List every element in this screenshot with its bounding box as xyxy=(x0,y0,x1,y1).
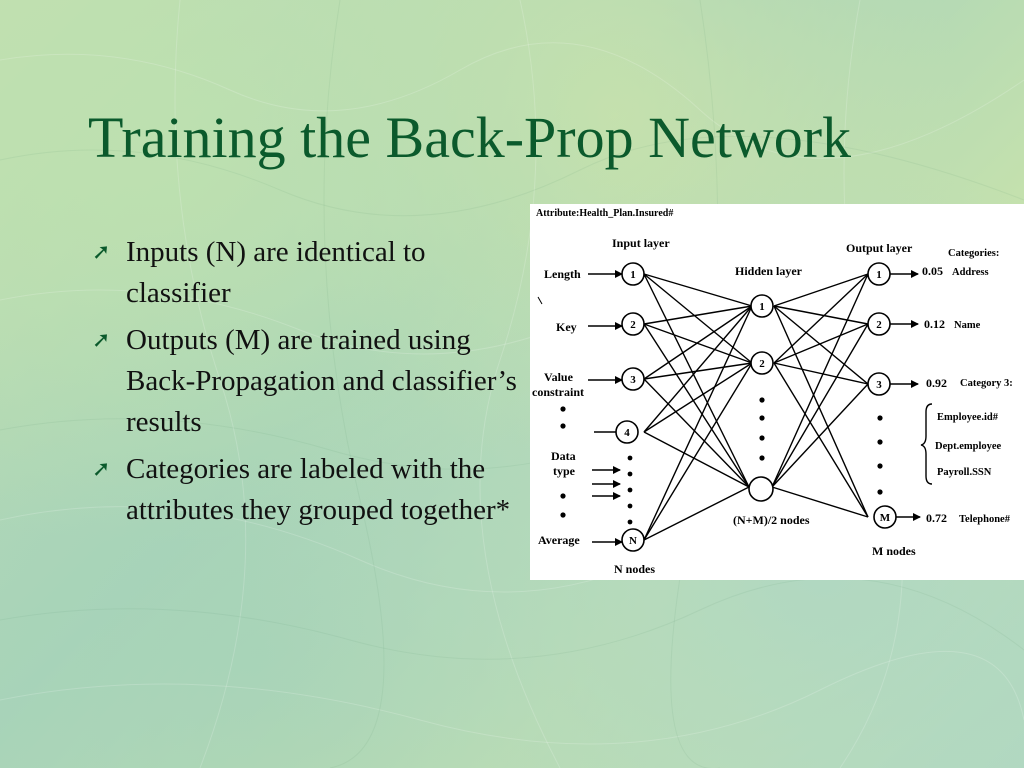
input-label-value: Value xyxy=(544,370,574,384)
output-node-label: M xyxy=(880,512,891,524)
output-arrows xyxy=(890,270,921,521)
output-node-label: 1 xyxy=(876,269,882,281)
input-label-key: Key xyxy=(556,320,577,334)
input-label-data: Data xyxy=(551,449,576,463)
hidden-output-connections xyxy=(771,273,869,518)
hidden-count-label: (N+M)/2 nodes xyxy=(733,513,810,527)
slide-title: Training the Back-Prop Network xyxy=(88,105,852,170)
m-nodes-label: M nodes xyxy=(872,544,916,558)
bullet-item: ➚ Categories are labeled with the attrib… xyxy=(92,449,522,531)
hidden-node-label: 1 xyxy=(759,301,765,313)
arrow-up-right-icon: ➚ xyxy=(92,239,111,264)
hidden-layer-label: Hidden layer xyxy=(735,264,803,278)
output-ellipsis-dots xyxy=(877,415,883,495)
output-value: 0.05 xyxy=(922,264,943,278)
input-node: 4 xyxy=(615,420,639,444)
input-node-label: 4 xyxy=(624,427,630,439)
output-node: M xyxy=(873,505,897,529)
input-hidden-connections xyxy=(643,273,753,541)
output-node: 3 xyxy=(867,372,891,396)
category-bracket xyxy=(920,403,933,485)
input-label-constraint: constraint xyxy=(532,385,584,399)
hidden-node: 2 xyxy=(750,351,774,375)
input-label-length: Length xyxy=(544,267,581,281)
bullet-list: ➚ Inputs (N) are identical to classifier… xyxy=(92,232,522,537)
bullet-text: Categories are labeled with the attribut… xyxy=(126,453,511,526)
n-nodes-label: N nodes xyxy=(614,562,655,576)
input-node: 3 xyxy=(621,367,645,391)
bullet-text: Outputs (M) are trained using Back-Propa… xyxy=(126,324,517,438)
output-category: Name xyxy=(954,320,981,331)
diagram-header: Attribute:Health_Plan.Insured# xyxy=(536,208,673,219)
hidden-node: 1 xyxy=(750,294,774,318)
input-node-label: N xyxy=(629,535,637,547)
bullet-item: ➚ Outputs (M) are trained using Back-Pro… xyxy=(92,320,522,443)
output-layer-label: Output layer xyxy=(846,241,913,255)
categories-label: Categories: xyxy=(948,248,999,259)
input-node: 2 xyxy=(621,312,645,336)
input-ellipsis-dots xyxy=(560,406,633,525)
category3-member: Employee.id# xyxy=(937,412,999,423)
category3-member: Dept.employee xyxy=(935,441,1002,452)
output-value: 0.92 xyxy=(926,376,947,390)
output-value: 0.12 xyxy=(924,317,945,331)
input-node-label: 2 xyxy=(630,319,636,331)
output-node-label: 2 xyxy=(876,319,882,331)
category3-member: Payroll.SSN xyxy=(937,467,992,478)
output-category: Address xyxy=(952,267,989,278)
arrow-up-right-icon: ➚ xyxy=(92,327,111,352)
input-layer-label: Input layer xyxy=(612,236,670,250)
output-category: Category 3: xyxy=(960,378,1013,389)
network-diagram: Attribute:Health_Plan.Insured# Input lay… xyxy=(530,204,1024,580)
stray-mark xyxy=(537,296,543,305)
output-node: 2 xyxy=(867,312,891,336)
bullet-text: Inputs (N) are identical to classifier xyxy=(126,236,426,309)
input-node-label: 3 xyxy=(630,374,636,386)
hidden-node xyxy=(748,476,774,502)
hidden-node-label: 2 xyxy=(759,358,765,370)
input-arrows xyxy=(588,270,624,546)
input-node: N xyxy=(621,528,645,552)
output-node-label: 3 xyxy=(876,379,882,391)
input-node-label: 1 xyxy=(630,269,636,281)
input-label-type: type xyxy=(553,464,576,478)
output-value: 0.72 xyxy=(926,511,947,525)
output-node: 1 xyxy=(867,262,891,286)
bullet-item: ➚ Inputs (N) are identical to classifier xyxy=(92,232,522,314)
input-node: 1 xyxy=(621,262,645,286)
output-category: Telephone# xyxy=(959,514,1011,525)
input-label-average: Average xyxy=(538,533,580,547)
hidden-ellipsis-dots xyxy=(759,397,765,461)
arrow-up-right-icon: ➚ xyxy=(92,456,111,481)
